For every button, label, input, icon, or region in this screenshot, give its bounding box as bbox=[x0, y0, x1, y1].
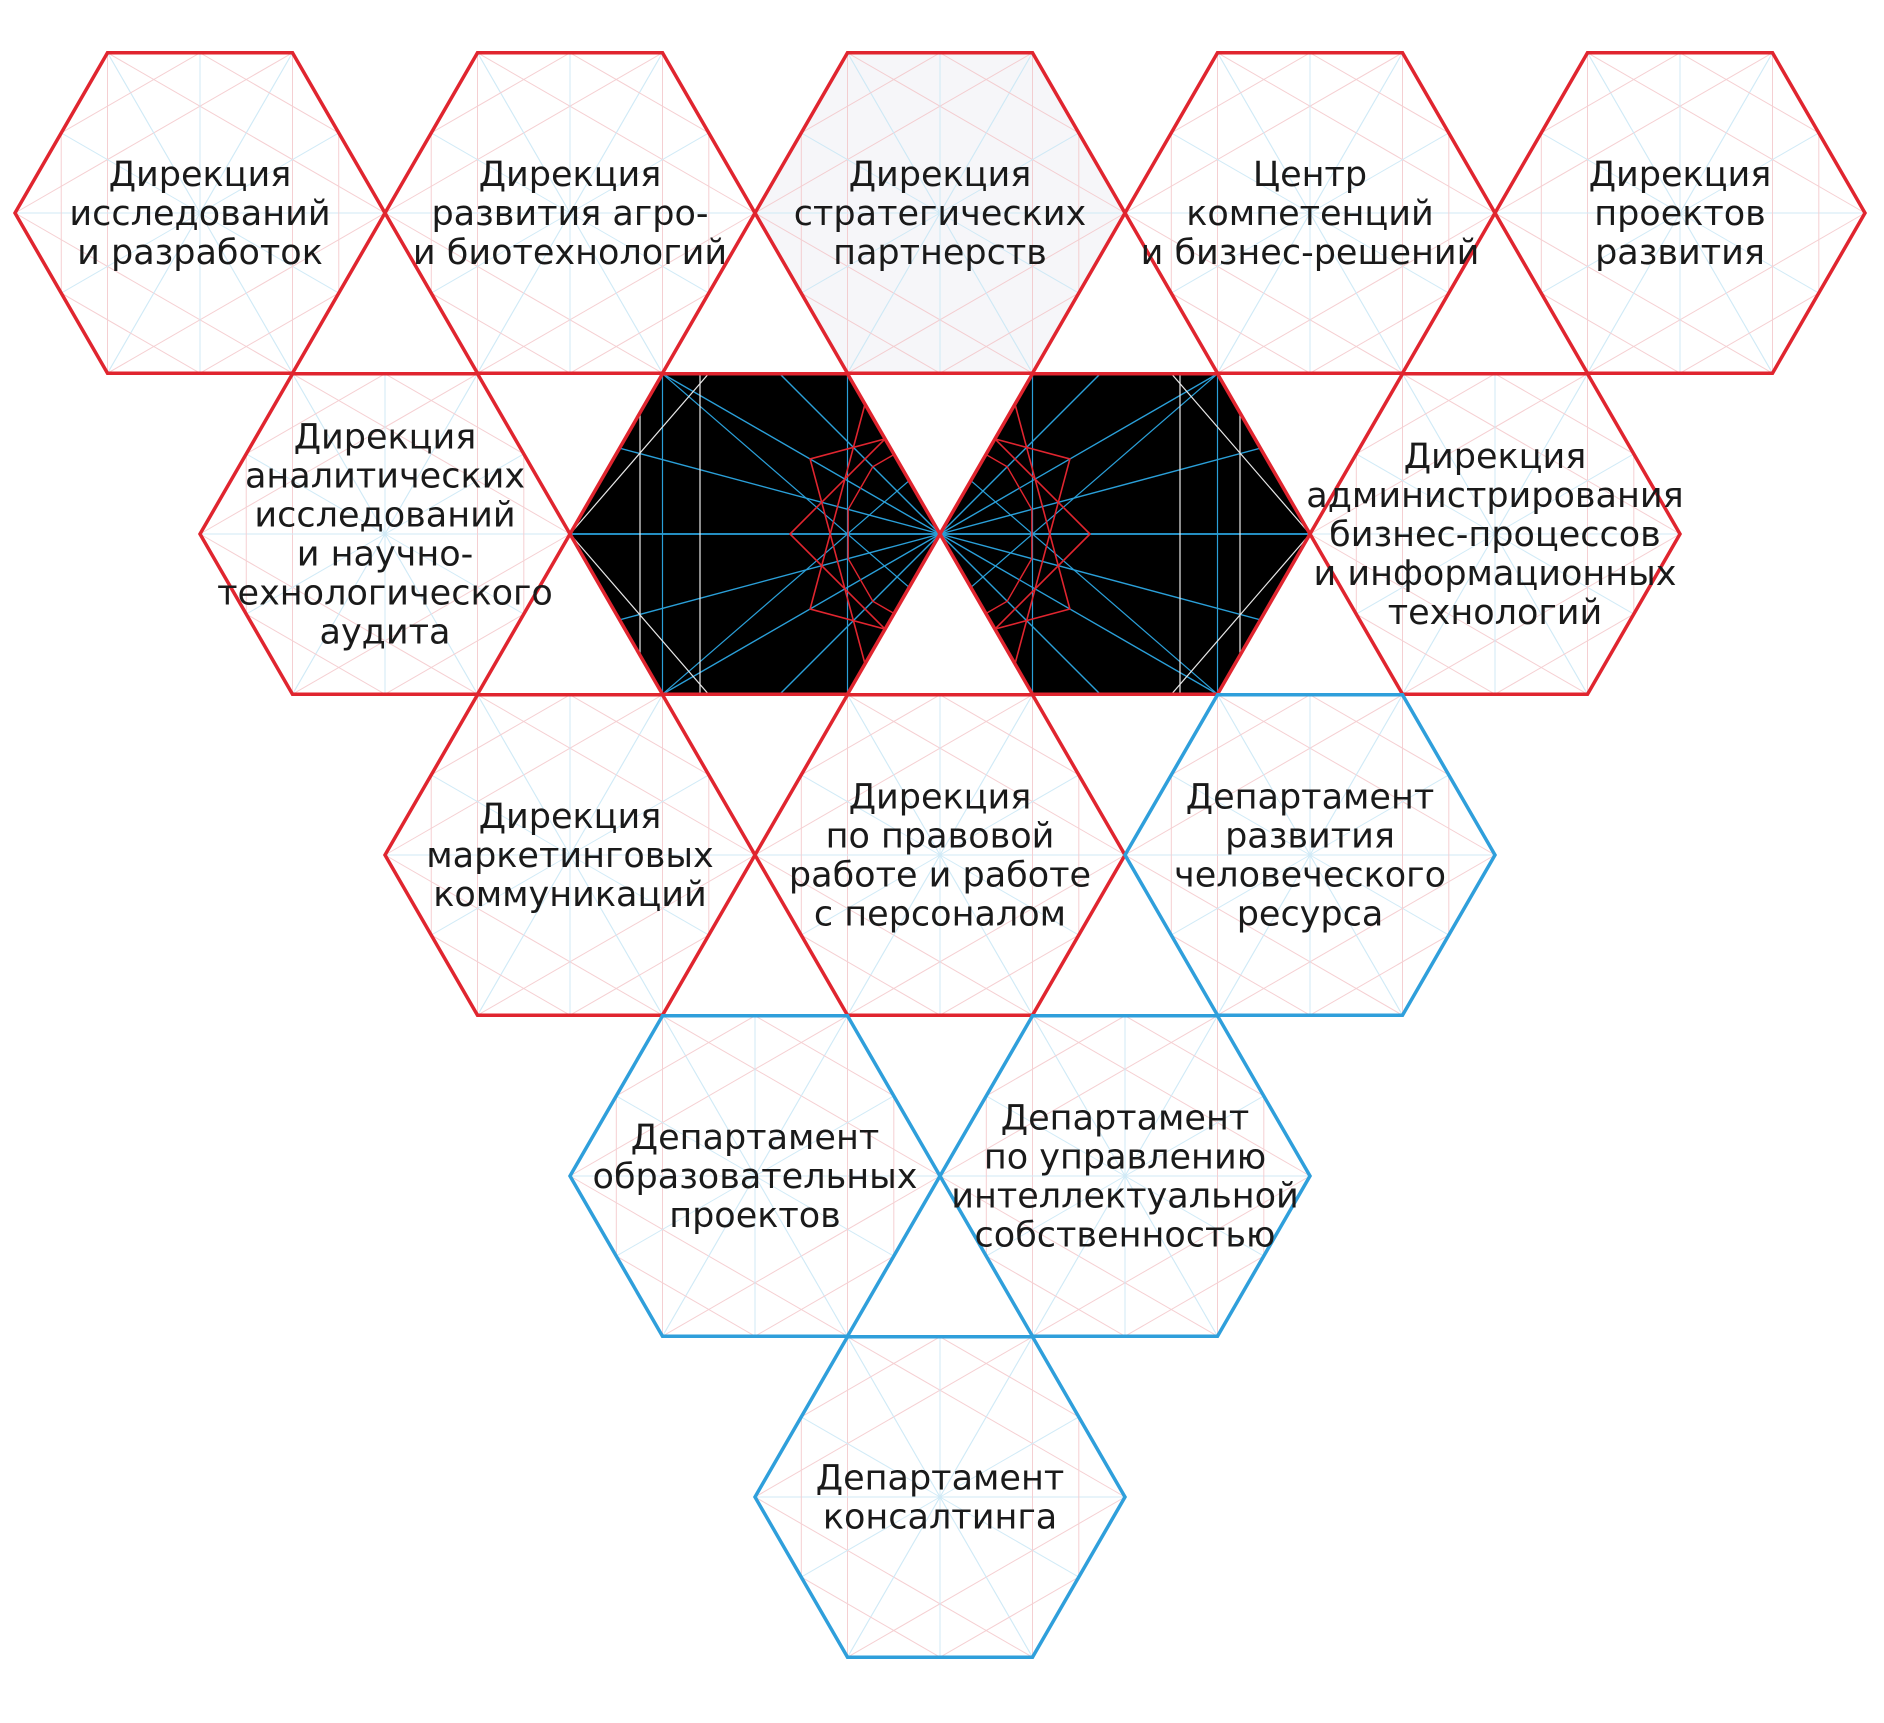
hex-label-line: коммуникаций bbox=[433, 875, 707, 915]
hex-label-line: и научно- bbox=[297, 535, 474, 575]
hex-label-line: развития агро- bbox=[431, 194, 708, 234]
hex-cell-education bbox=[569, 1015, 941, 1337]
hex-label-line: собственностью bbox=[975, 1216, 1276, 1256]
hex-label-line: партнерств bbox=[833, 233, 1047, 273]
hex-label-line: Дирекция bbox=[849, 155, 1032, 195]
hex-label-line: образовательных bbox=[593, 1157, 918, 1197]
hex-border-admin bbox=[1307, 372, 1683, 696]
hex-label-line: Департамент bbox=[816, 1459, 1064, 1499]
hex-label-line: компетенций bbox=[1186, 194, 1434, 234]
hex-label-line: Департамент bbox=[1001, 1099, 1249, 1139]
hex-label-line: с персоналом bbox=[814, 895, 1066, 935]
hex-label-line: маркетинговых bbox=[426, 836, 714, 876]
hex-label-line: Центр bbox=[1253, 155, 1367, 195]
hex-label-line: ресурса bbox=[1237, 895, 1384, 935]
hex-label-line: Департамент bbox=[1186, 778, 1434, 818]
hex-label-line: Дирекция bbox=[109, 155, 292, 195]
hex-label-line: администрирования bbox=[1306, 476, 1683, 516]
cell-grid-pattern bbox=[754, 1336, 1126, 1658]
hex-border-consulting bbox=[752, 1335, 1128, 1659]
hex-label-line: исследований bbox=[69, 194, 330, 234]
hex-label-line: Дирекция bbox=[479, 155, 662, 195]
hex-label-line: консалтинга bbox=[823, 1498, 1057, 1538]
hex-label-line: и бизнес-решений bbox=[1141, 233, 1480, 273]
hex-border-projects bbox=[1492, 51, 1868, 375]
hex-label-line: Дирекция bbox=[1404, 437, 1587, 477]
hex-label-line: проектов bbox=[669, 1196, 841, 1236]
hex-cell-research bbox=[14, 52, 386, 374]
hex-label-line: интеллектуальной bbox=[951, 1177, 1299, 1217]
hex-label-line: по правовой bbox=[826, 817, 1055, 857]
hex-label-line: технологического bbox=[217, 574, 553, 614]
hex-label-line: человеческого bbox=[1174, 856, 1446, 896]
hex-label-line: Дирекция bbox=[479, 797, 662, 837]
hex-label-line: бизнес-процессов bbox=[1329, 515, 1661, 555]
hex-label-line: аналитических bbox=[245, 457, 525, 497]
hex-label-line: по управлению bbox=[984, 1138, 1266, 1178]
hex-label-line: исследований bbox=[254, 496, 515, 536]
hex-label-line: аудита bbox=[320, 613, 451, 653]
hex-label-line: стратегических bbox=[794, 194, 1086, 234]
hex-cell-competence bbox=[1124, 52, 1496, 374]
hex-cell-consulting bbox=[754, 1336, 1126, 1658]
hex-label-line: Дирекция bbox=[849, 778, 1032, 818]
hex-cell-human bbox=[1124, 694, 1496, 1016]
hex-label-line: и разработок bbox=[77, 233, 323, 273]
hex-label-line: и биотехнологий bbox=[413, 233, 727, 273]
hex-label-line: технологий bbox=[1388, 593, 1603, 633]
cell-grid-pattern bbox=[569, 1015, 941, 1337]
hex-cell-strategic bbox=[754, 52, 1126, 374]
hex-label-line: Департамент bbox=[631, 1118, 879, 1158]
hex-cell-legal bbox=[754, 694, 1126, 1016]
hex-label-line: Дирекция bbox=[294, 418, 477, 458]
hex-label-line: работе и работе bbox=[789, 856, 1091, 896]
hex-label-line: развития bbox=[1225, 817, 1395, 857]
hex-label-line: Дирекция bbox=[1589, 155, 1772, 195]
hex-label-line: и информационных bbox=[1313, 554, 1676, 594]
cell-grid-pattern bbox=[1124, 694, 1496, 1016]
cell-grid-pattern bbox=[754, 694, 1126, 1016]
hex-label-line: проектов bbox=[1594, 194, 1766, 234]
hex-border-human bbox=[1122, 693, 1498, 1017]
hex-label-line: развития bbox=[1595, 233, 1765, 273]
hex-border-ip bbox=[937, 1014, 1313, 1338]
